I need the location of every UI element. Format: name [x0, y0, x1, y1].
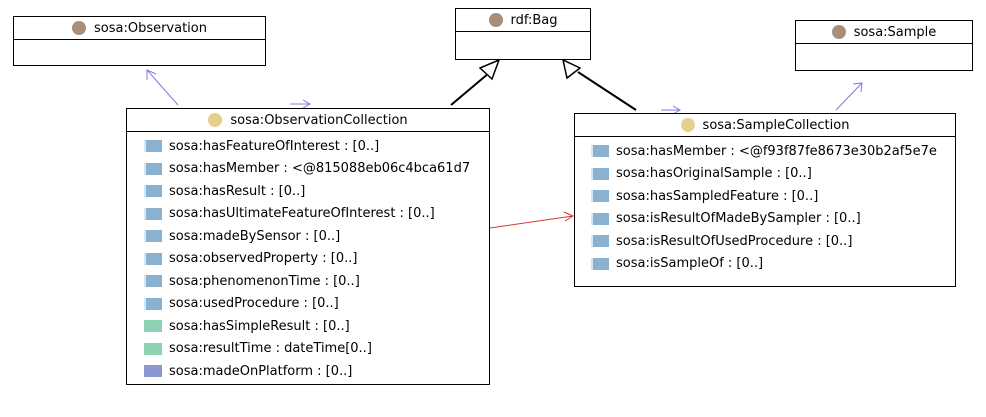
attribute-label: sosa:hasUltimateFeatureOfInterest : [0..… [169, 206, 435, 222]
attribute-label: sosa:madeBySensor : [0..] [169, 228, 341, 244]
association-stub-arrow-samplecollection [672, 105, 682, 115]
attribute-row[interactable]: sosa:madeOnPlatform : [0..] [144, 360, 489, 383]
attribute-row[interactable]: sosa:hasMember : <@f93f87fe8673e30b2af5e… [591, 140, 955, 163]
datatype-property-icon [144, 320, 162, 333]
class-bag[interactable]: rdf:Bag [455, 8, 591, 60]
class-header: sosa:Observation [14, 17, 265, 40]
class-name: sosa:Sample [853, 24, 937, 40]
object-property-icon [591, 190, 609, 203]
class-icon [680, 118, 695, 132]
attribute-row[interactable]: sosa:usedProcedure : [0..] [144, 293, 489, 316]
attribute-row[interactable]: sosa:hasResult : [0..] [144, 180, 489, 203]
class-header: sosa:SampleCollection [575, 114, 955, 137]
attribute-label: sosa:phenomenonTime : [0..] [169, 273, 360, 289]
attribute-row[interactable]: sosa:isResultOfMadeBySampler : [0..] [591, 208, 955, 231]
object-property-icon [144, 275, 162, 288]
attribute-label: sosa:resultTime : dateTime[0..] [169, 341, 372, 357]
attribute-row[interactable]: sosa:hasSampledFeature : [0..] [591, 185, 955, 208]
class-observation-collection[interactable]: sosa:ObservationCollection sosa:hasFeatu… [126, 108, 490, 385]
generalization-arrowhead-bag-right [561, 58, 582, 80]
class-header: sosa:ObservationCollection [127, 109, 489, 132]
attribute-label: sosa:hasSimpleResult : [0..] [169, 318, 350, 334]
attribute-row[interactable]: sosa:hasMember : <@815088eb06c4bca61d7 [144, 158, 489, 181]
attribute-label: sosa:isResultOfUsedProcedure : [0..] [616, 233, 853, 249]
object-property-icon [144, 185, 162, 198]
attribute-row[interactable]: sosa:phenomenonTime : [0..] [144, 270, 489, 293]
attribute-label: sosa:hasOriginalSample : [0..] [616, 166, 812, 182]
class-name: sosa:SampleCollection [702, 117, 850, 133]
class-icon [831, 25, 846, 39]
attribute-label: sosa:madeOnPlatform : [0..] [169, 363, 353, 379]
object-property-icon [144, 207, 162, 220]
reference-edge-observationcollection-samplecollection [489, 215, 574, 229]
class-sample-collection[interactable]: sosa:SampleCollection sosa:hasMember : <… [574, 113, 956, 287]
reference-arrowhead-samplecollection [563, 211, 575, 222]
class-icon [71, 21, 86, 35]
attribute-row[interactable]: sosa:observedProperty : [0..] [144, 248, 489, 271]
generalization-edge-samplecollection-bag [577, 71, 637, 111]
object-property-icon [144, 140, 162, 153]
generalization-arrowhead-bag-left [478, 58, 501, 81]
object-property-icon [144, 252, 162, 265]
association-arrowhead-sample [852, 82, 863, 93]
attribute-label: sosa:isResultOfMadeBySampler : [0..] [616, 211, 861, 227]
object-property-icon [144, 297, 162, 310]
class-sample[interactable]: sosa:Sample [795, 20, 973, 71]
association-stub-arrow-observationcollection [302, 99, 312, 109]
association-arrowhead-observation [146, 69, 157, 80]
attribute-label: sosa:hasFeatureOfInterest : [0..] [169, 138, 380, 154]
association-edge-observationcollection-observation [146, 69, 179, 106]
attribute-row[interactable]: sosa:madeBySensor : [0..] [144, 225, 489, 248]
attribute-label: sosa:observedProperty : [0..] [169, 251, 358, 267]
object-property-icon [144, 230, 162, 243]
attribute-row[interactable]: sosa:isSampleOf : [0..] [591, 253, 955, 276]
attribute-row[interactable]: sosa:hasOriginalSample : [0..] [591, 163, 955, 186]
annotation-property-icon [144, 365, 162, 378]
class-header: sosa:Sample [796, 21, 972, 44]
attribute-label: sosa:hasMember : <@815088eb06c4bca61d7 [169, 161, 471, 177]
attribute-row[interactable]: sosa:isResultOfUsedProcedure : [0..] [591, 230, 955, 253]
object-property-icon [591, 167, 609, 180]
class-icon [208, 113, 223, 127]
object-property-icon [591, 235, 609, 248]
attribute-label: sosa:usedProcedure : [0..] [169, 296, 339, 312]
datatype-property-icon [144, 342, 162, 355]
class-name: sosa:ObservationCollection [230, 112, 408, 128]
object-property-icon [591, 212, 609, 225]
attribute-list: sosa:hasFeatureOfInterest : [0..] sosa:ha… [127, 132, 489, 383]
attribute-label: sosa:hasMember : <@f93f87fe8673e30b2af5e… [616, 143, 937, 159]
attribute-list: sosa:hasMember : <@f93f87fe8673e30b2af5e… [575, 137, 955, 275]
attribute-row[interactable]: sosa:hasUltimateFeatureOfInterest : [0..… [144, 203, 489, 226]
object-property-icon [144, 162, 162, 175]
class-header: rdf:Bag [456, 9, 590, 32]
class-icon [488, 13, 503, 27]
attribute-label: sosa:isSampleOf : [0..] [616, 256, 764, 272]
association-edge-samplecollection-sample [835, 82, 863, 111]
attribute-row[interactable]: sosa:hasSimpleResult : [0..] [144, 315, 489, 338]
attribute-row[interactable]: sosa:resultTime : dateTime[0..] [144, 338, 489, 361]
class-name: sosa:Observation [93, 20, 207, 36]
object-property-icon [591, 257, 609, 270]
attribute-label: sosa:hasSampledFeature : [0..] [616, 188, 819, 204]
object-property-icon [591, 145, 609, 158]
attribute-row[interactable]: sosa:hasFeatureOfInterest : [0..] [144, 135, 489, 158]
generalization-edge-observationcollection-bag [450, 72, 490, 106]
class-name: rdf:Bag [510, 12, 558, 28]
attribute-label: sosa:hasResult : [0..] [169, 183, 306, 199]
class-observation[interactable]: sosa:Observation [13, 16, 266, 66]
